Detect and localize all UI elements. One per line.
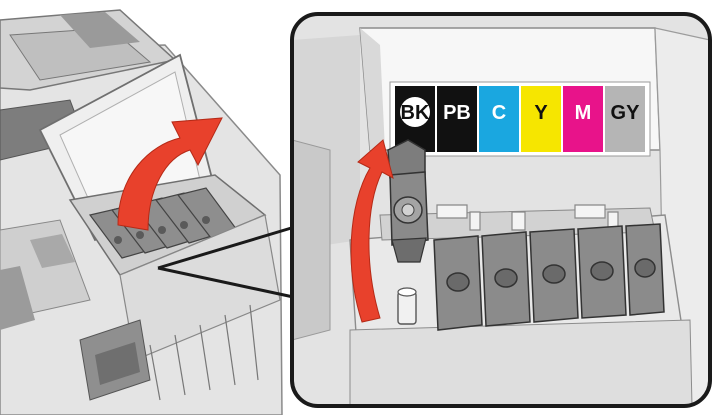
ink-label-m: M (563, 86, 603, 152)
closed-caps (433, 204, 665, 331)
ink-label-y: Y (521, 86, 561, 152)
ink-label-strip: BK PB C Y M GY (389, 81, 651, 157)
ink-label-text: PB (443, 102, 471, 124)
ink-label-swatch (605, 86, 645, 152)
ink-label-text: M (575, 102, 592, 124)
ink-label-pb: PB (437, 86, 477, 152)
ink-label-badge (400, 97, 430, 127)
lift-arrow-icon (117, 117, 223, 231)
lift-arrow-icon (350, 139, 394, 323)
ink-label-text: C (492, 102, 506, 124)
ink-label-swatch (437, 86, 477, 152)
ink-tank-cap-icon (387, 139, 429, 325)
ink-label-text: GY (611, 102, 641, 124)
ink-label-c: C (479, 86, 519, 152)
ink-label-bk: BK (395, 86, 435, 152)
ink-label-text: BK (401, 102, 430, 124)
ink-label-gy: GY (605, 86, 645, 152)
zoom-callout: BK PB C Y M GY (290, 12, 712, 408)
ink-label-text: Y (534, 102, 548, 124)
printer-overview (0, 9, 283, 415)
callout-leader (157, 224, 299, 300)
ink-label-swatch (479, 86, 519, 152)
ink-label-swatch (521, 86, 561, 152)
ink-label-swatch (563, 86, 603, 152)
